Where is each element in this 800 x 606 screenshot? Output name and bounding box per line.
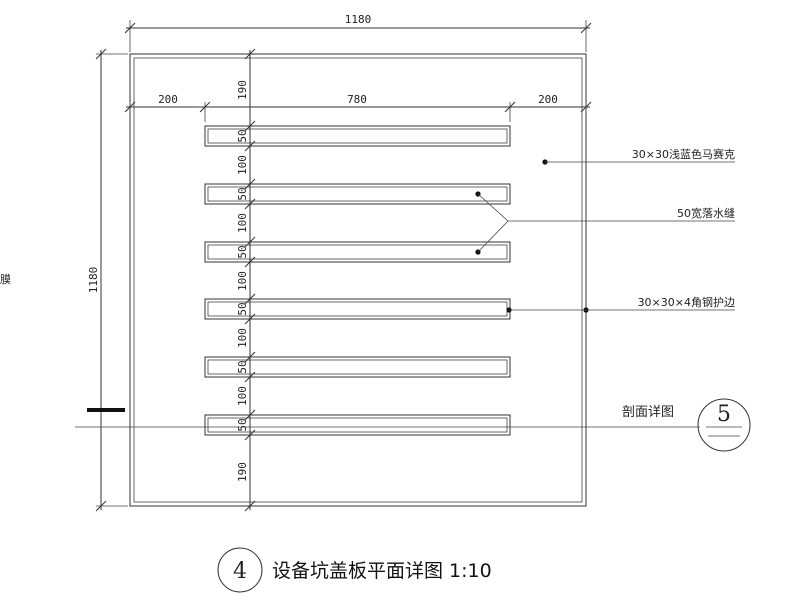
- dim-left-overall-text: 1180: [87, 267, 100, 294]
- section-cut: 剖面详图 5: [75, 398, 751, 452]
- leader-mosaic: 30×30浅蓝色马赛克: [542, 147, 735, 165]
- drain-slot: [204, 241, 511, 263]
- annotation-mosaic: 30×30浅蓝色马赛克: [632, 147, 735, 161]
- drain-slot: [204, 125, 511, 147]
- section-cut-marker: [87, 408, 125, 412]
- dim-slot-text: 50: [236, 187, 249, 200]
- drain-slot: [204, 356, 511, 378]
- dim-top-overall-text: 1180: [345, 13, 372, 26]
- dim-row-secondary: 200 780 200: [124, 93, 592, 122]
- dim-gap-text: 100: [236, 271, 249, 291]
- annotation-angle-steel: 30×30×4角钢护边: [638, 295, 735, 309]
- dim-gap-text: 100: [236, 328, 249, 348]
- dim-left-margin-text: 200: [158, 93, 178, 106]
- drain-slots: [204, 125, 511, 436]
- dim-vertical-chain: 190 50 100 50 100 50 100 50 100 50 100 5…: [236, 48, 256, 512]
- section-bubble: [697, 398, 751, 452]
- left-edge-fragment: 膜: [0, 273, 11, 286]
- dim-center-span-text: 780: [347, 93, 367, 106]
- leader-angle-steel: 30×30×4角钢护边: [506, 295, 735, 313]
- dim-left-overall: 1180: [87, 48, 128, 512]
- drain-slot: [204, 414, 511, 436]
- drain-slot: [204, 298, 511, 320]
- dim-slot-text: 50: [236, 129, 249, 142]
- leader-drain-slot: 50宽落水缝: [475, 191, 735, 255]
- dim-bottom-offset-text: 190: [236, 462, 249, 482]
- dim-slot-text: 50: [236, 360, 249, 373]
- drawing-title: 4 设备坑盖板平面详图 1:10: [217, 547, 492, 593]
- dim-gap-text: 100: [236, 213, 249, 233]
- title-bubble: [217, 547, 263, 593]
- section-label: 剖面详图: [622, 405, 674, 420]
- dim-slot-text: 50: [236, 245, 249, 258]
- plate-inner-edge: [133, 57, 583, 503]
- title-number: 4: [233, 559, 247, 584]
- plate-outer-edge: [129, 53, 587, 507]
- title-text: 设备坑盖板平面详图 1:10: [272, 560, 492, 582]
- dim-right-margin-text: 200: [538, 93, 558, 106]
- dim-gap-text: 100: [236, 155, 249, 175]
- dim-top-overall: 1180: [124, 13, 592, 52]
- dim-gap-text: 100: [236, 386, 249, 406]
- dim-top-offset-text: 190: [236, 80, 249, 100]
- drain-slot: [204, 183, 511, 205]
- annotation-drain-slot: 50宽落水缝: [677, 206, 735, 220]
- dim-slot-text: 50: [236, 418, 249, 431]
- section-number: 5: [717, 402, 731, 427]
- dim-slot-text: 50: [236, 302, 249, 315]
